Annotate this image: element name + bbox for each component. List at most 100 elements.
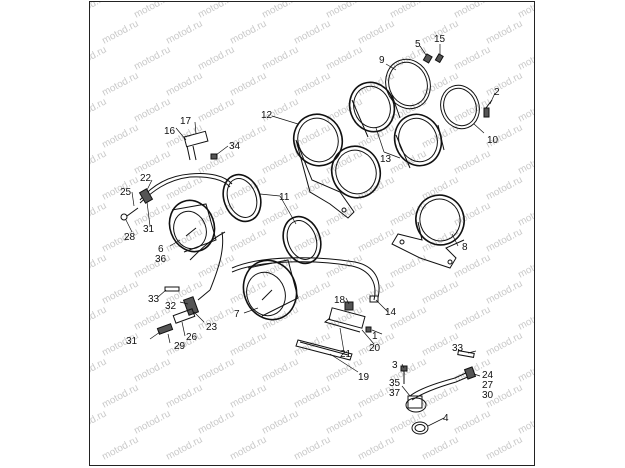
watermark-text: motod.ru — [164, 382, 204, 410]
callout-12: 12 — [261, 110, 273, 121]
part-13-bezel-upper — [348, 81, 401, 138]
callout-31a: 31 — [143, 224, 155, 235]
callout-1: 1 — [372, 331, 378, 342]
watermark-text: motod.ru — [452, 408, 492, 436]
watermark-text: motod.ru — [516, 44, 556, 72]
part-12-gauge-housing — [292, 113, 382, 219]
watermark-text: motod.ru — [420, 278, 460, 306]
watermark-text: motod.ru — [260, 148, 300, 176]
callout-11: 11 — [279, 192, 290, 203]
callout-16: 16 — [164, 126, 176, 137]
watermark-text: motod.ru — [100, 122, 140, 150]
watermark-text: motod.ru — [132, 408, 172, 436]
watermark-text: motod.ru — [356, 122, 396, 150]
watermark-text: motod.ru — [292, 174, 332, 202]
watermark-text: motod.ru — [164, 434, 204, 462]
watermark-text: motod.ru — [196, 356, 236, 384]
watermark-text: motod.ru — [356, 18, 396, 46]
watermark-text: motod.ru — [68, 96, 108, 124]
watermark-text: motod.ru — [420, 70, 460, 98]
watermark-text: motod.ru — [196, 408, 236, 436]
part-10-gasket-ring — [440, 84, 480, 130]
watermark-text: motod.ru — [484, 330, 524, 358]
watermark-text: motod.ru — [452, 148, 492, 176]
part-19-lens-bar — [295, 339, 353, 361]
part-33-clip-right — [457, 350, 475, 358]
callout-31b: 31 — [126, 336, 138, 347]
part-6-gauge — [168, 199, 217, 253]
part-22-25-28-31-harness — [120, 173, 233, 221]
callout-33b: 33 — [452, 343, 464, 354]
part-11-trim-ring-upper — [222, 173, 262, 223]
callout-34: 34 — [229, 141, 241, 152]
watermark-text: motod.ru — [260, 44, 300, 72]
watermark-text: motod.ru — [164, 70, 204, 98]
watermark-text: motod.ru — [452, 0, 492, 21]
part-13-bezel-lower — [393, 113, 445, 169]
watermark-text: motod.ru — [484, 18, 524, 46]
watermark-text: motod.ru — [132, 44, 172, 72]
watermark-text: motod.ru — [388, 252, 428, 280]
watermark-text: motod.ru — [132, 356, 172, 384]
watermark-text: motod.ru — [388, 200, 428, 228]
watermark-text: motod.ru — [132, 96, 172, 124]
watermark-text: motod.ru — [132, 148, 172, 176]
watermark-text: motod.ru — [100, 434, 140, 462]
watermark-text: motod.ru — [68, 200, 108, 228]
watermark-text: motod.ru — [484, 70, 524, 98]
callout-30: 30 — [482, 390, 494, 401]
watermark-text: motod.ru — [292, 226, 332, 254]
callout-33a: 33 — [148, 294, 160, 305]
callout-24: 24 — [482, 370, 494, 381]
watermark-text: motod.ru — [68, 44, 108, 72]
watermark-text: motod.ru — [484, 434, 524, 462]
callout-32: 32 — [165, 301, 177, 312]
callout-15: 15 — [434, 34, 446, 45]
part-35-37-sensor — [405, 371, 471, 413]
watermark-text: motod.ru — [452, 44, 492, 72]
callout-6: 6 — [158, 244, 164, 255]
watermark-text: motod.ru — [228, 18, 268, 46]
watermark-text: motod.ru — [68, 252, 108, 280]
watermark-text: motod.ru — [516, 304, 556, 332]
callout-13: 13 — [380, 154, 392, 165]
callout-21: 21 — [340, 349, 352, 360]
watermark-text: motod.ru — [292, 330, 332, 358]
watermark-text: motod.ru — [260, 356, 300, 384]
part-1-screw — [365, 326, 372, 333]
watermark-text: motod.ru — [516, 356, 556, 384]
watermark-text: motod.ru — [228, 382, 268, 410]
watermark-text: motod.ru — [100, 278, 140, 306]
watermark-text: motod.ru — [516, 408, 556, 436]
watermark-text: motod.ru — [260, 252, 300, 280]
watermark-text: motod.ru — [292, 278, 332, 306]
part-18-cap — [344, 301, 354, 311]
watermark-text: motod.ru — [196, 252, 236, 280]
part-14-connector — [369, 295, 379, 303]
harness-main — [231, 257, 380, 301]
watermark-text: motod.ru — [132, 0, 172, 21]
watermark-text: motod.ru — [260, 408, 300, 436]
callout-10: 10 — [487, 135, 499, 146]
watermark-text: motod.ru — [484, 226, 524, 254]
watermark-text: motod.ru — [516, 252, 556, 280]
callout-22: 22 — [140, 173, 152, 184]
watermark-text: motod.ru — [324, 96, 364, 124]
callout-7: 7 — [234, 309, 240, 320]
part-20-21-indicator-module — [323, 307, 366, 333]
watermark-text: motod.ru — [516, 148, 556, 176]
callout-20: 20 — [369, 343, 381, 354]
watermark-text: motod.ru — [324, 408, 364, 436]
watermark-text: motod.ru — [484, 174, 524, 202]
watermark-text: motod.ru — [324, 304, 364, 332]
watermark-text: motod.ru — [196, 0, 236, 21]
watermark-text: motod.ru — [68, 408, 108, 436]
watermark-text: motod.ru — [452, 252, 492, 280]
callout-29: 29 — [174, 341, 186, 352]
callout-25: 25 — [120, 187, 132, 198]
watermark-text: motod.ru — [164, 18, 204, 46]
part-24-27-30-connector — [463, 366, 477, 380]
watermark-text: motod.ru — [228, 330, 268, 358]
part-11-trim-ring-lower — [282, 215, 322, 265]
